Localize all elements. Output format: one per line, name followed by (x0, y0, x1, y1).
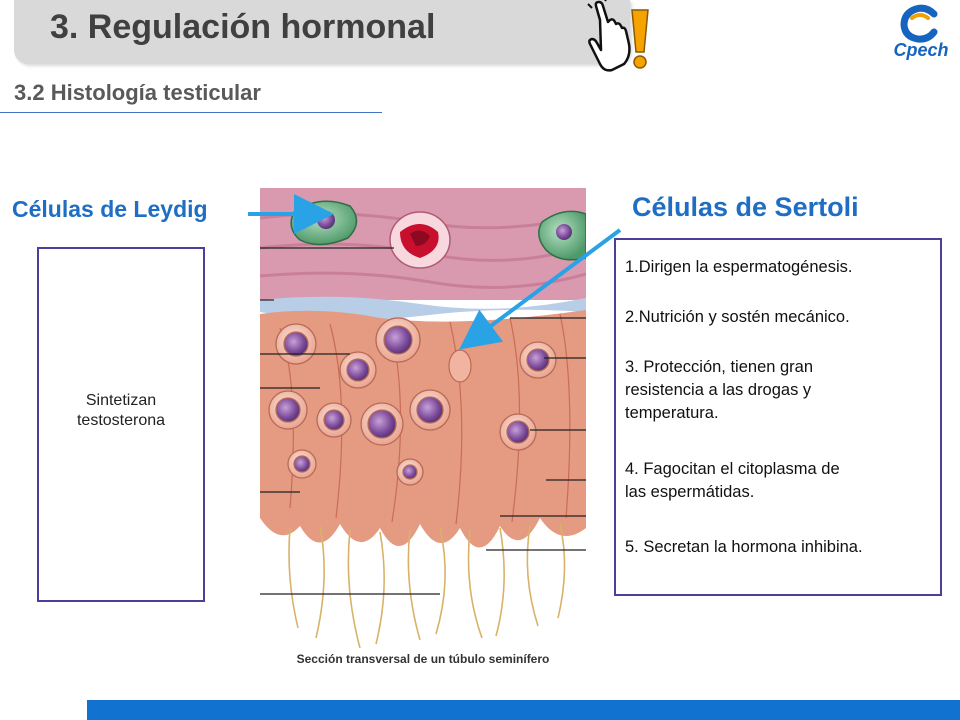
sertoli-function-item: 2.Nutrición y sostén mecánico. (625, 306, 937, 329)
sertoli-heading: Células de Sertoli (632, 192, 859, 222)
leydig-heading: Células de Leydig (12, 196, 208, 222)
sertoli-function-line: 4. Fagocitan el citoplasma de (625, 460, 840, 478)
figure-caption: Sección transversal de un túbulo seminíf… (296, 652, 550, 666)
page-title: 3. Regulación hormonal (50, 8, 436, 46)
section-subtitle: 3.2 Histología testicular (14, 80, 261, 105)
footer-bar (87, 700, 960, 720)
hand-pointer-exclamation-icon (587, 0, 649, 72)
cpech-logo-icon (900, 4, 938, 43)
cpech-logo: Cpech (886, 4, 956, 66)
sertoli-functions-box: 1.Dirigen la espermatogénesis. 2.Nutrici… (614, 238, 942, 596)
sertoli-function-line: las espermátidas. (625, 483, 755, 501)
sertoli-function-item: 1.Dirigen la espermatogénesis. (625, 256, 937, 279)
seminiferous-tubule-illustration (260, 188, 586, 674)
leydig-description-box: Sintetizan testosterona (37, 247, 205, 602)
leydig-description: Sintetizan testosterona (39, 391, 203, 431)
sertoli-function-item: 5. Secretan la hormona inhibina. (625, 536, 937, 559)
sertoli-function-line: 5. Secretan la hormona inhibina. (625, 538, 863, 556)
subtitle-divider (0, 112, 382, 113)
sertoli-function-line: resistencia a las drogas y (625, 381, 812, 399)
sertoli-function-line: 2.Nutrición y sostén mecánico. (625, 308, 850, 326)
leydig-description-line: Sintetizan (85, 392, 157, 409)
sertoli-function-line: 1.Dirigen la espermatogénesis. (625, 258, 853, 276)
leydig-description-line: testosterona (76, 412, 166, 429)
sertoli-function-item: 3. Protección, tienen gran resistencia a… (625, 356, 937, 425)
sertoli-function-line: 3. Protección, tienen gran (625, 358, 814, 376)
logo-text: Cpech (893, 40, 949, 60)
title-bar: 3. Regulación hormonal (14, 0, 630, 64)
sertoli-function-line: temperatura. (625, 404, 719, 422)
sertoli-function-item: 4. Fagocitan el citoplasma de las esperm… (625, 458, 937, 504)
